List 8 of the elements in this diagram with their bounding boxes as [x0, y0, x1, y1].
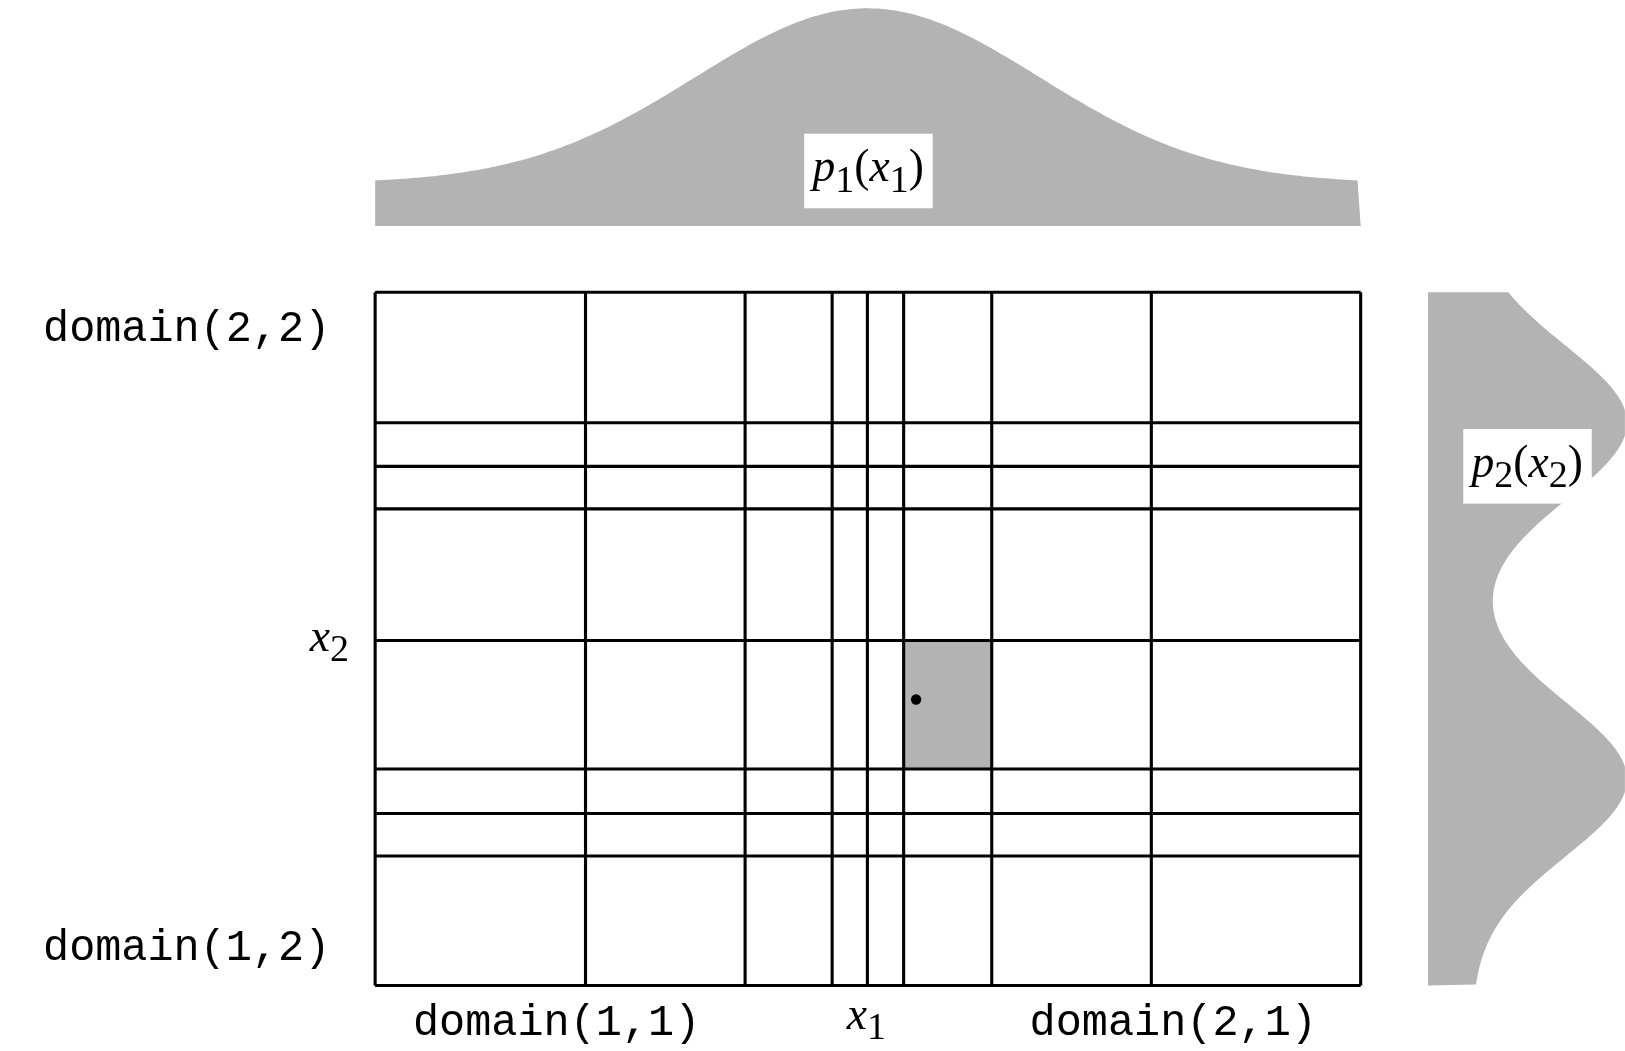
- axis-label: domain(1,1): [412, 1002, 701, 1046]
- density-label: p$_{2}$(x$_{2}$): [1463, 429, 1592, 505]
- axis-label: x$_{2}$: [309, 613, 350, 668]
- axis-label: x$_{1}$: [846, 991, 886, 1047]
- density-label: p$_{1}$(x$_{1}$): [804, 133, 933, 209]
- axis-label: domain(2,2): [43, 307, 331, 352]
- axis-label: domain(2,1): [1029, 1002, 1317, 1046]
- axis-label: domain(1,2): [43, 926, 331, 970]
